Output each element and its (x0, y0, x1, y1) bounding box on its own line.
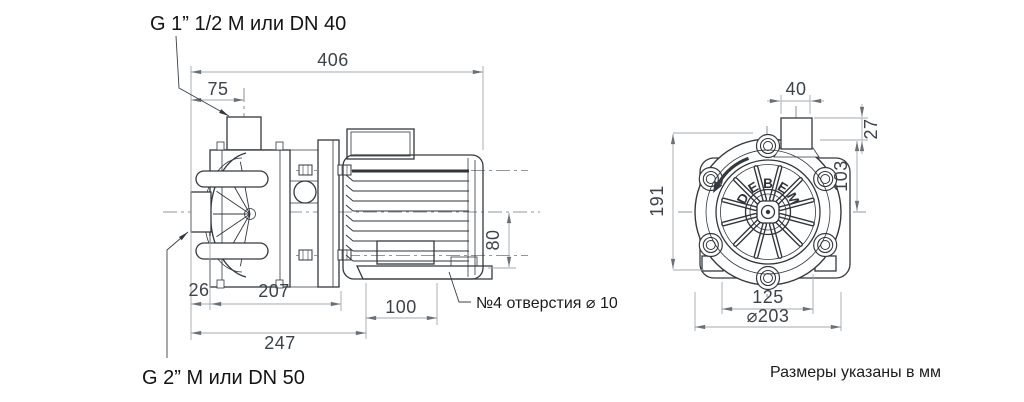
clamp-handle-bottom (195, 242, 269, 260)
ribbed-disc-inner (720, 164, 816, 260)
rib-spoke-groove (770, 223, 782, 258)
ribbed-disc-outer (715, 159, 821, 265)
suction-port (190, 191, 212, 233)
side-port-label: G 2” М или DN 50 (142, 367, 305, 389)
dim-text-26: 26 (188, 280, 209, 300)
fan-line (216, 190, 251, 215)
rotation-arrowhead-icon (713, 180, 723, 193)
clamp-handle-top (195, 170, 269, 188)
rib-spoke-groove (734, 178, 760, 204)
rib-spoke-groove (776, 220, 802, 246)
leader-side-port (166, 231, 189, 358)
dimension-lines (166, 35, 868, 358)
motor-fin-chevron (345, 254, 354, 262)
dim-text-27: 27 (861, 118, 881, 139)
hex-nut (337, 164, 352, 176)
rib-spoke-groove (754, 166, 766, 201)
rib-spoke-groove (776, 178, 802, 204)
rib-spoke-groove (734, 220, 760, 246)
rotation-direction-arrow-icon (717, 156, 750, 185)
holes-note: №4 отверстия ⌀ 10 (476, 295, 618, 312)
motor-fin-chevron (345, 194, 354, 202)
motor-base-foot (355, 265, 493, 280)
head-bolt (216, 141, 225, 151)
leader-holes-note (448, 271, 471, 303)
dim-text-75: 75 (207, 79, 228, 99)
rib-spoke-groove (779, 199, 814, 210)
hex-nut (298, 249, 313, 261)
hex-nut (337, 249, 352, 261)
terminal-box (346, 128, 415, 160)
dim-text-203: ⌀203 (747, 306, 790, 326)
shaft-bore (760, 204, 776, 220)
annotations: G 1” 1/2 М или DN 40 G 2” М или DN 50 №4… (142, 13, 941, 389)
motor-fin-chevron (345, 204, 354, 212)
dim-text-100: 100 (385, 297, 417, 317)
lantern-flange-plate (317, 139, 340, 288)
dim-text-125: 125 (752, 287, 784, 307)
head-bolt (216, 279, 225, 289)
top-discharge-port (226, 116, 262, 151)
front-view: D E B E M (694, 117, 851, 291)
impeller-hub (244, 208, 256, 220)
bracket-bore-hole (293, 180, 317, 204)
units-note: Размеры указаны в мм (770, 364, 941, 381)
bolt-head (763, 273, 773, 283)
dim-text-247: 247 (264, 333, 296, 353)
terminal-box-lid (350, 131, 411, 157)
radial-rib-spokes (721, 165, 815, 259)
rib-spoke-groove (770, 166, 782, 201)
rib-spoke-groove (722, 199, 757, 210)
motor-fin-chevron (345, 214, 354, 222)
hex-nut (298, 164, 313, 176)
front-discharge-port (780, 117, 813, 150)
rib-spoke-groove (722, 214, 757, 225)
dim-text-103: 103 (831, 160, 851, 192)
motor-body (342, 154, 484, 280)
dim-text-207: 207 (258, 281, 290, 301)
dim-text-191: 191 (647, 185, 667, 217)
side-view (190, 116, 493, 289)
rib-spoke-groove (779, 214, 814, 225)
bolt-head (763, 141, 773, 151)
motor-fin-chevron (345, 244, 354, 252)
motor-fin-chevron (345, 224, 354, 232)
motor-foot-pad (376, 240, 435, 265)
hub-ring (744, 188, 792, 236)
dim-text-406: 406 (317, 50, 349, 70)
brand-letter: B (763, 176, 773, 191)
dim-text-40: 40 (785, 79, 806, 99)
casing-rim-circle (705, 149, 831, 275)
shaft-center-dot (765, 209, 771, 215)
head-bolt (275, 141, 284, 151)
motor-cooling-fins (345, 174, 469, 262)
motor-fin-chevron (345, 234, 354, 242)
casing-bolt-bosses (698, 133, 838, 291)
top-port-label: G 1” 1/2 М или DN 40 (150, 13, 346, 35)
motor-fin-chevron (345, 184, 354, 192)
head-bolt (275, 279, 284, 289)
dim-text-80: 80 (483, 229, 503, 250)
fan-line (216, 213, 251, 238)
leader-top-port (175, 35, 230, 117)
flange-bolts (298, 164, 352, 261)
motor-fin-chevron (345, 174, 354, 182)
rib-spoke-groove (754, 223, 766, 258)
hub-ring-inner (749, 193, 787, 231)
